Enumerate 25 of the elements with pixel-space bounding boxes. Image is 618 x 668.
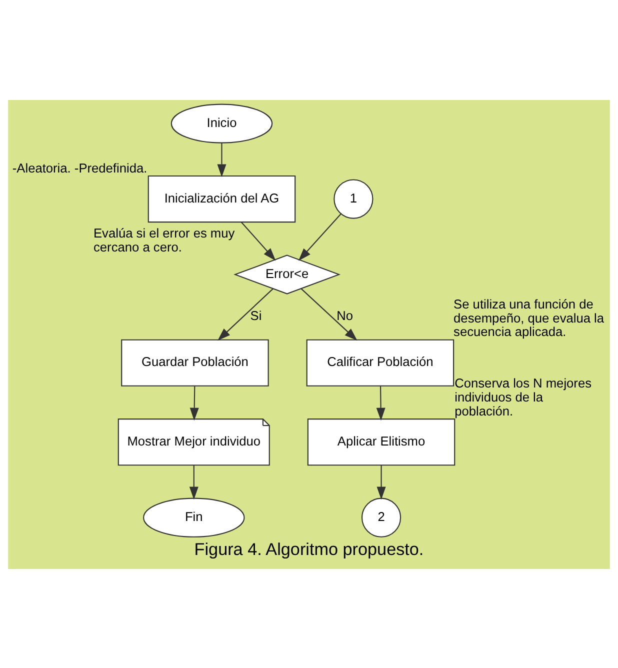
arrow bbox=[217, 142, 226, 177]
arrow bbox=[190, 386, 199, 420]
node-label: -Aleatoria. -Predefinida. bbox=[12, 160, 148, 175]
node-diamond: Error<e bbox=[234, 254, 341, 294]
arrow bbox=[218, 288, 274, 340]
edge-label: Si bbox=[250, 308, 262, 323]
node-circle: 1 bbox=[334, 178, 374, 218]
node-box: Guardar Población bbox=[121, 338, 269, 386]
node-box: Inicialización del AG bbox=[148, 175, 296, 222]
node-label: Conserva los N mejores individuos de la población. bbox=[454, 375, 592, 418]
arrow bbox=[376, 386, 386, 420]
node-label: Se utiliza una función de desempeño, que evalua la secuencia aplicada. bbox=[454, 296, 604, 339]
caption: Figura 4. Algoritmo propuesto. bbox=[194, 538, 424, 558]
arrow bbox=[300, 288, 358, 340]
node-box: Aplicar Elitismo bbox=[307, 418, 456, 466]
arrow bbox=[189, 464, 198, 500]
node-ellipse: Fin bbox=[143, 497, 245, 537]
node-ellipse: Inicio bbox=[170, 103, 273, 143]
edge-label: No bbox=[336, 308, 354, 323]
arrow bbox=[298, 213, 342, 260]
node-box: Calificar Población bbox=[306, 338, 454, 386]
node-circle: 2 bbox=[361, 497, 402, 537]
arrow bbox=[376, 464, 386, 500]
node-label: Evalúa si el error es muy cercano a cero. bbox=[94, 225, 235, 254]
arrow bbox=[240, 221, 276, 260]
